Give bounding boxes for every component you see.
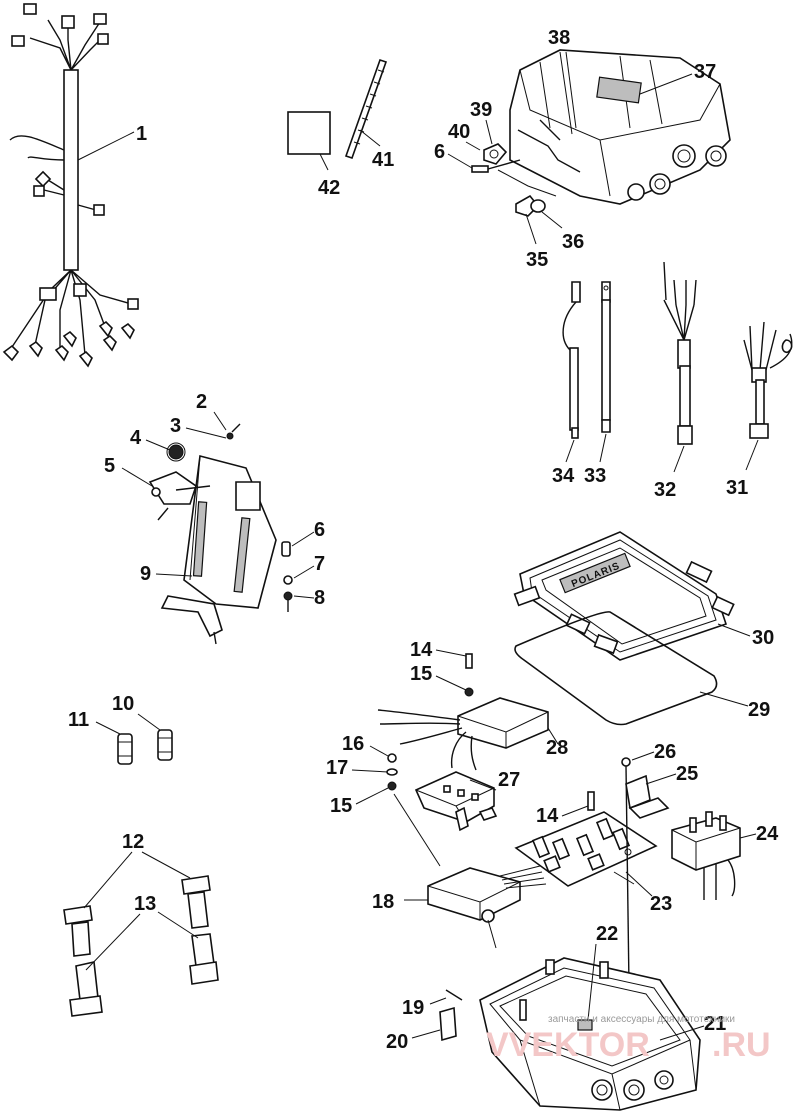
callout-3: 3 (170, 415, 181, 437)
wiring-harness (2, 3, 139, 368)
callout-14a: 14 (410, 639, 433, 661)
bracket-25 (625, 774, 670, 819)
cable-tie (344, 58, 388, 160)
callout-8: 8 (314, 587, 325, 609)
housing-assembly-top (509, 49, 731, 205)
callout-14b: 14 (536, 805, 559, 827)
callout-26: 26 (654, 741, 676, 763)
watermark-logo: VVEKTOR (486, 1026, 650, 1064)
callout-17: 17 (326, 757, 348, 779)
callout-4: 4 (130, 427, 142, 449)
callout-11: 11 (68, 709, 89, 731)
callout-21: 21 (704, 1013, 726, 1035)
circuit-board (514, 811, 658, 887)
callout-37: 37 (694, 61, 716, 83)
callout-23: 23 (650, 893, 672, 915)
callout-40: 40 (448, 121, 470, 143)
callout-22: 22 (596, 923, 618, 945)
watermark-site: .RU (712, 1026, 771, 1064)
callout-20: 20 (386, 1031, 408, 1053)
battery-cables (562, 281, 611, 439)
mounting-bracket (160, 454, 277, 645)
cover-seal (514, 611, 718, 726)
callout-31: 31 (726, 477, 748, 499)
grommet-and-cap (471, 143, 557, 217)
callout-35: 35 (526, 249, 548, 271)
callout-13: 13 (134, 893, 156, 915)
callout-41: 41 (372, 149, 394, 171)
callout-5: 5 (104, 455, 115, 477)
callout-33: 33 (584, 465, 606, 487)
relay-24 (671, 811, 741, 900)
callout-7: 7 (314, 553, 325, 575)
callout-28: 28 (546, 737, 568, 759)
switch-assembly (148, 423, 241, 521)
callout-32: 32 (654, 479, 676, 501)
screw-washer-nut (281, 541, 293, 612)
callout-34: 34 (552, 465, 575, 487)
lower-box (479, 957, 701, 1111)
label-part (287, 111, 331, 155)
callout-2: 2 (196, 391, 207, 413)
callout-39: 39 (470, 99, 492, 121)
callout-10: 10 (112, 693, 134, 715)
watermark-caption: запчасти и аксессуары для мототехники (548, 1014, 735, 1025)
callout-38: 38 (548, 27, 570, 49)
callout-36: 36 (562, 231, 584, 253)
module-18 (427, 865, 547, 923)
callout-42: 42 (318, 177, 340, 199)
box-cover: POLARIS (513, 531, 735, 661)
callout-16: 16 (342, 733, 364, 755)
sub-harness-32 (663, 261, 697, 445)
watermark: VVEKTOR запчасти и аксессуары для мототе… (486, 1014, 771, 1064)
callout-30: 30 (752, 627, 774, 649)
callout-18: 18 (372, 891, 394, 913)
callout-6a: 6 (434, 141, 445, 163)
clip-19-20 (439, 989, 463, 1042)
callout-12: 12 (122, 831, 144, 853)
callout-1: 1 (136, 123, 147, 145)
mount-bracket-27 (414, 771, 498, 832)
callout-29: 29 (748, 699, 770, 721)
callout-6b: 6 (314, 519, 325, 541)
callout-24: 24 (756, 823, 779, 845)
fuses (117, 729, 173, 765)
callout-15b: 15 (330, 795, 352, 817)
straps (63, 875, 219, 1017)
callout-25: 25 (676, 763, 698, 785)
control-module (377, 697, 549, 771)
callout-19: 19 (402, 997, 424, 1019)
callout-9: 9 (140, 563, 151, 585)
callout-27: 27 (498, 769, 520, 791)
callout-15a: 15 (410, 663, 432, 685)
sub-harness-31 (743, 321, 793, 439)
